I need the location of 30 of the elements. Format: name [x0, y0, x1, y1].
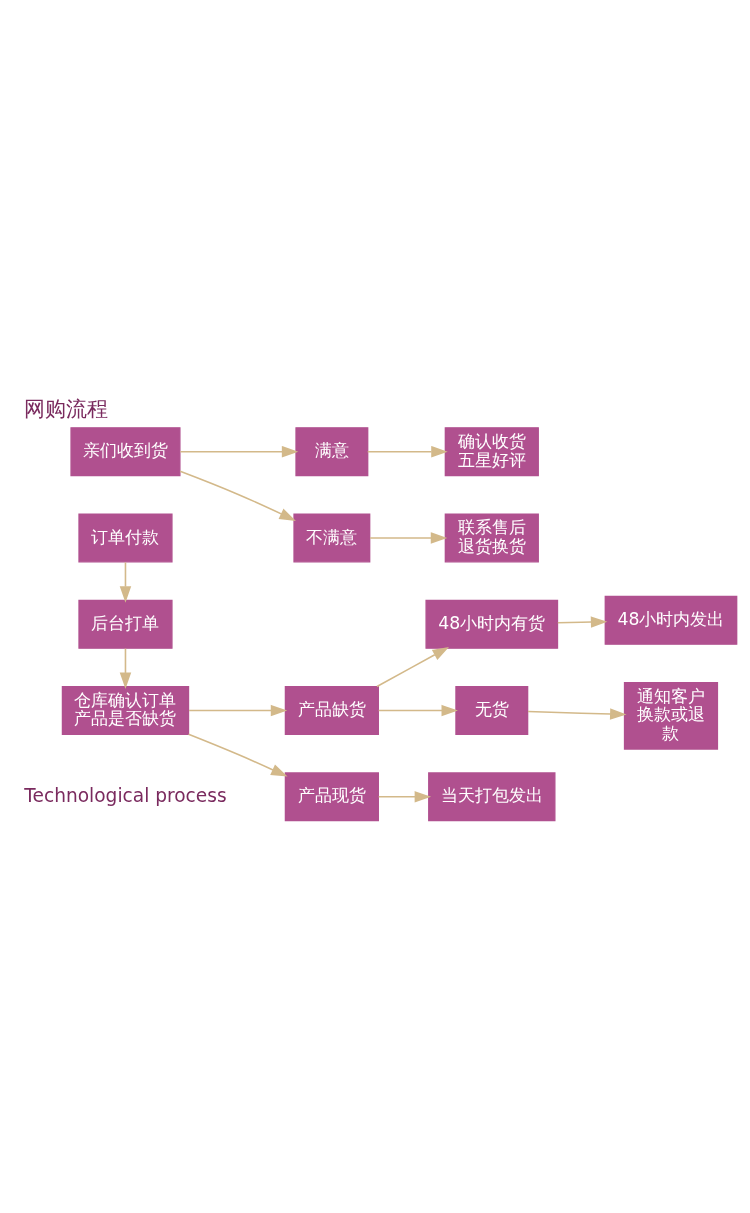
- node-box: 满意: [295, 426, 369, 476]
- arrow: [119, 561, 132, 603]
- arrow: [369, 531, 448, 544]
- node-box: 联系售后退货换货: [444, 512, 539, 563]
- node-box: 当天打包发出: [428, 771, 556, 821]
- node-box: 通知客户换款或退款: [623, 681, 719, 750]
- node-box: 无货: [455, 685, 529, 735]
- arrow: [179, 445, 299, 457]
- arrow: [119, 647, 132, 689]
- node-box: 48小时内发出: [604, 595, 738, 645]
- diagram-title: 网购流程: [24, 395, 109, 421]
- arrow: [527, 707, 627, 720]
- arrow: [376, 646, 449, 687]
- node-box: 产品缺货: [284, 685, 379, 735]
- arrow: [179, 469, 296, 521]
- node-box: 确认收货五星好评: [444, 426, 539, 476]
- node-box: 订单付款: [78, 512, 173, 563]
- node-box: 不满意: [293, 512, 371, 563]
- node-box: 仓库确认订单产品是否缺货: [61, 685, 190, 735]
- node-box: 48小时内有货: [425, 599, 559, 649]
- arrow: [366, 445, 448, 457]
- label: Technological process: [24, 784, 227, 806]
- node-box: 产品现货: [284, 771, 379, 821]
- arrow: [187, 733, 288, 777]
- arrow: [557, 615, 608, 628]
- arrow: [377, 704, 458, 716]
- arrow: [377, 790, 432, 803]
- node-box: 亲们收到货: [70, 426, 181, 476]
- arrow: [188, 704, 288, 716]
- node-box: 后台打单: [78, 599, 173, 649]
